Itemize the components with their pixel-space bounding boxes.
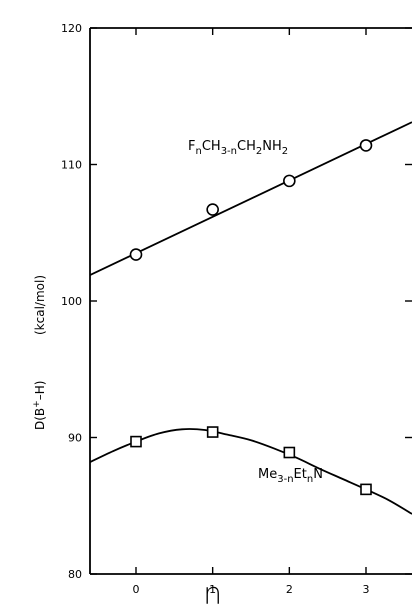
y-tick-label: 80: [68, 568, 82, 581]
x-tick-label: 0: [133, 583, 140, 596]
series-label-part: Et: [294, 467, 307, 482]
data-point-circle: [206, 203, 219, 216]
series-label-sub: 3-n: [221, 146, 237, 157]
fit-curves: [89, 121, 412, 515]
x-tick-label: 2: [286, 583, 293, 596]
y-axis-title-part: D(B: [33, 408, 47, 430]
data-point-square: [360, 483, 372, 496]
x-tick-label: 1: [209, 583, 216, 596]
series-label-part: F: [188, 139, 195, 154]
series-label-2: Me3-nEtnN: [258, 467, 323, 485]
data-point-square: [206, 426, 219, 438]
series-line-1: [89, 121, 412, 276]
series-label-sub: 3-n: [277, 474, 293, 485]
series-line-2: [89, 428, 412, 515]
data-markers: [129, 139, 373, 496]
series-label-sub: n: [195, 146, 201, 157]
data-point-circle: [129, 248, 143, 261]
y-axis-title-sup: +: [32, 400, 42, 408]
data-point-square: [130, 435, 142, 448]
x-tick-label: 3: [363, 583, 370, 596]
data-point-circle: [359, 139, 373, 152]
series-label-part: N: [313, 467, 323, 482]
x-axis-title: n: [203, 577, 222, 609]
series-label-part: Me: [258, 467, 277, 482]
series-label-1: FnCH3-nCH2NH2: [188, 139, 288, 157]
data-point-circle: [283, 174, 296, 188]
series-label-part: CH: [237, 139, 256, 154]
axis-ticks: [90, 27, 412, 575]
series-label-part: CH: [202, 139, 221, 154]
series-label-sub: 2: [256, 146, 262, 157]
y-axis-unit: (kcal/mol): [33, 275, 47, 335]
y-tick-label: 120: [61, 22, 82, 35]
y-tick-label: 100: [61, 295, 82, 308]
y-axis-title-part: –H): [33, 381, 47, 401]
data-point-square: [283, 446, 296, 459]
series-label-part: NH: [262, 139, 282, 154]
y-tick-label: 110: [61, 159, 82, 172]
y-axis-title: D(B+–H): [32, 381, 47, 430]
series-label-sub: n: [307, 474, 313, 485]
y-tick-label: 90: [68, 432, 82, 445]
series-label-sub: 2: [282, 146, 288, 157]
